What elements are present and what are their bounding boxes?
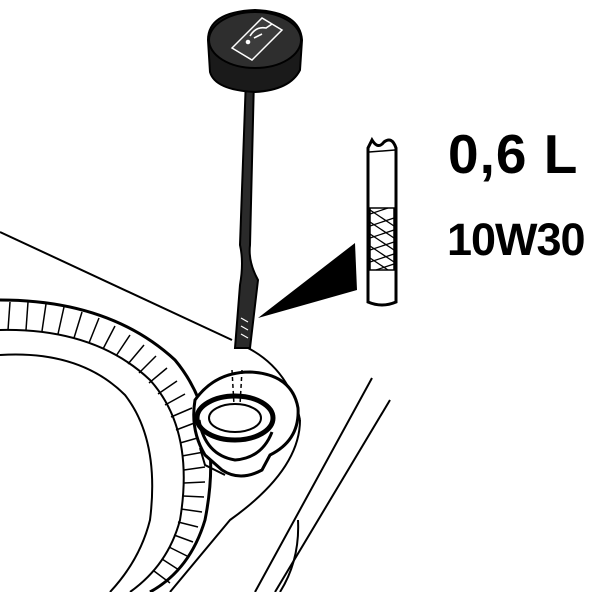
oil-filler-neck [192, 369, 300, 478]
dipstick-tip-detail [366, 136, 398, 307]
callout-pointer [258, 243, 357, 318]
oil-grade-label: 10W30 [447, 214, 586, 265]
dipstick-cap [206, 8, 304, 94]
dipstick [233, 77, 260, 349]
starter-fan [0, 298, 213, 592]
engine-housing [0, 231, 391, 592]
oil-quantity-label: 0,6 L [448, 123, 579, 185]
oil-can-icon [245, 23, 273, 45]
